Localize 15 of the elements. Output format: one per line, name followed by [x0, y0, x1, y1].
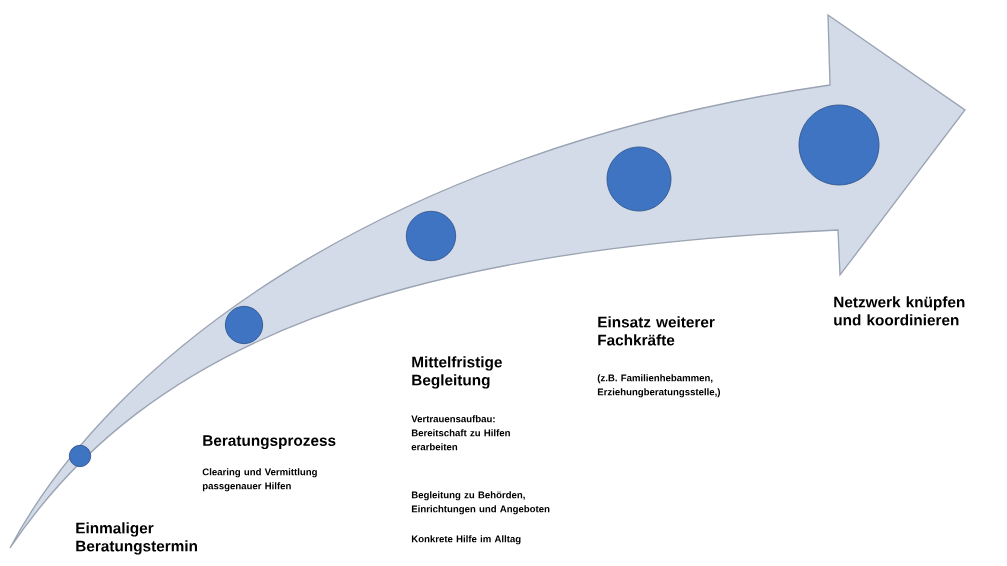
stage-heading: Einmaliger Beratungstermin — [76, 522, 197, 555]
stage-dot — [68, 444, 92, 468]
stage-heading: Netzwerk knüpfen und koordinieren — [834, 296, 965, 326]
stage-note: Clearing und Vermittlung passgenauer Hilfen — [202, 468, 317, 492]
stage-dot — [224, 305, 264, 345]
stage-note: Begleitung zu Behörden, Einrichtungen und Angeboten — [411, 491, 550, 515]
stage-heading: Einsatz weiterer Fachkräfte — [598, 316, 715, 346]
stage-dot — [405, 210, 457, 262]
stage-note: Vertrauensaufbau: Bereitschaft zu Hilfen erarbeiten — [411, 415, 510, 451]
stage-heading: Mittelfristige Begleitung — [412, 356, 502, 389]
stage-note: Konkrete Hilfe im Alltag — [411, 535, 521, 545]
stage-dot — [606, 146, 672, 212]
stage-note: (z.B. Familienhebammen, Erziehungberatungsstelle,) — [597, 374, 720, 398]
stage-heading: Beratungsprozess — [203, 435, 336, 450]
stage-dot — [798, 104, 880, 186]
